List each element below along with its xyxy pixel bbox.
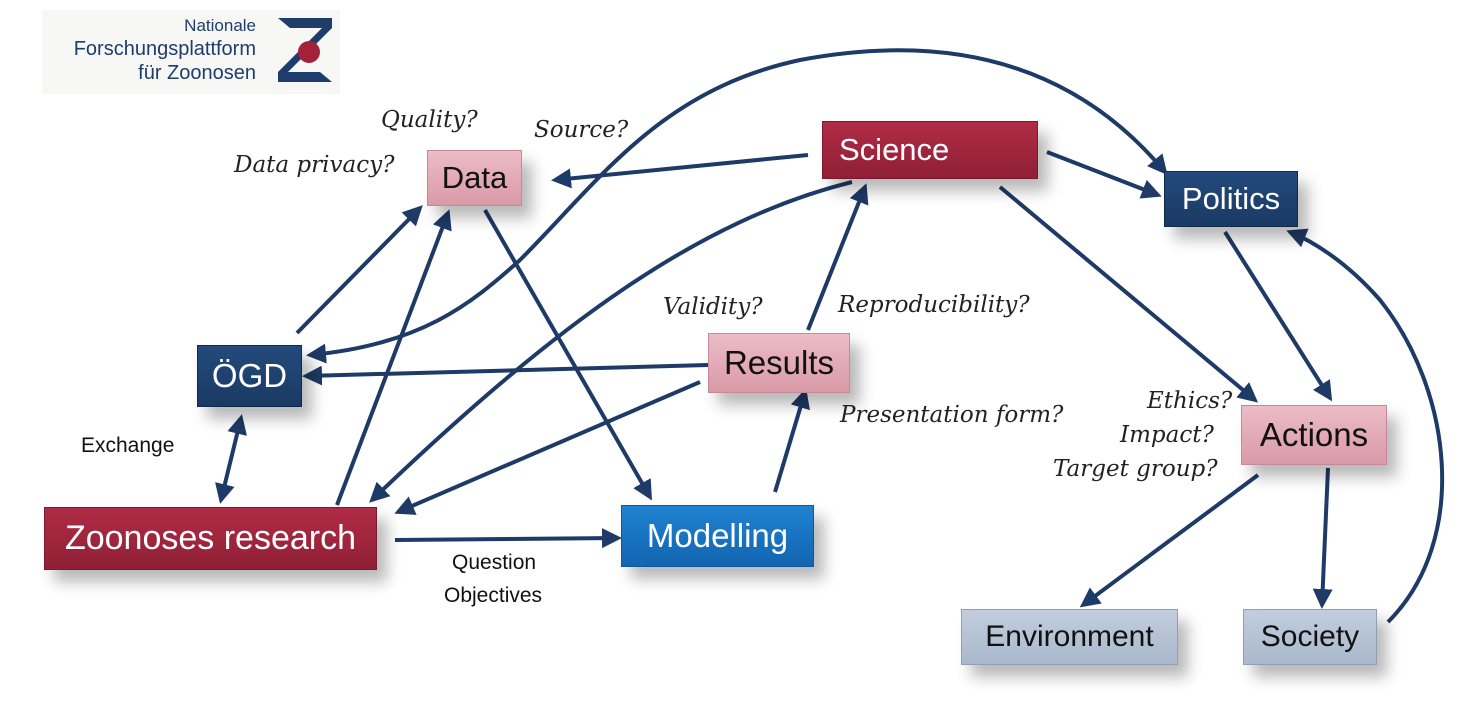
question-ethics: Ethics? xyxy=(1147,388,1233,414)
arrow-ogd-exchange-zoonoses xyxy=(215,414,247,504)
arrow-science-to-data xyxy=(551,153,809,189)
arrow-ogd-to-politics xyxy=(306,48,1168,364)
logo-line-1: Nationale xyxy=(184,16,256,35)
arrow-ogd-to-data xyxy=(295,205,423,335)
arrow-science-to-zoonoses xyxy=(369,180,853,503)
arrow-society-to-politics xyxy=(1286,228,1445,624)
arrow-results-to-ogd xyxy=(302,363,709,386)
arrow-science-to-politics xyxy=(1046,150,1162,199)
arrow-actions-to-society xyxy=(1312,467,1333,609)
logo-line-3: für Zoonosen xyxy=(138,62,256,84)
node-science[interactable]: Science xyxy=(822,121,1038,179)
node-politics[interactable]: Politics xyxy=(1164,171,1298,227)
node-actions[interactable]: Actions xyxy=(1241,405,1387,465)
arrow-results-to-zoonoses xyxy=(394,380,701,515)
node-environment[interactable]: Environment xyxy=(961,609,1178,665)
question-presentation-form: Presentation form? xyxy=(840,402,1064,428)
arrow-actions-to-environment xyxy=(1079,473,1260,608)
node-society[interactable]: Society xyxy=(1243,609,1377,665)
question-impact: Impact? xyxy=(1120,422,1214,448)
label-question: Question xyxy=(452,551,537,574)
node-modelling[interactable]: Modelling xyxy=(621,505,814,567)
question-source: Source? xyxy=(534,117,629,143)
label-exchange: Exchange xyxy=(81,434,175,457)
arrow-zoonoses-to-modelling xyxy=(394,528,622,549)
question-quality: Quality? xyxy=(381,107,478,133)
node-results[interactable]: Results xyxy=(708,333,850,393)
arrow-data-to-modelling xyxy=(483,209,652,501)
arrow-politics-to-actions xyxy=(1223,230,1333,402)
logo-line-2: Forschungsplattform xyxy=(73,38,256,60)
arrow-modelling-to-results xyxy=(773,388,810,493)
node-zoonoses-research[interactable]: Zoonoses research xyxy=(44,507,377,570)
question-data-privacy: Data privacy? xyxy=(234,152,395,178)
logo: Nationale Forschungsplattform für Zoonos… xyxy=(42,10,340,94)
logo-z-icon xyxy=(278,18,332,82)
node-data[interactable]: Data xyxy=(427,150,522,206)
node-ogd[interactable]: ÖGD xyxy=(197,345,302,407)
question-target-group: Target group? xyxy=(1053,456,1218,482)
question-reproducibility: Reproducibility? xyxy=(838,292,1030,318)
label-objectives: Objectives xyxy=(444,584,543,607)
question-validity: Validity? xyxy=(663,294,763,320)
arrow-zoonoses-to-data xyxy=(335,209,452,506)
